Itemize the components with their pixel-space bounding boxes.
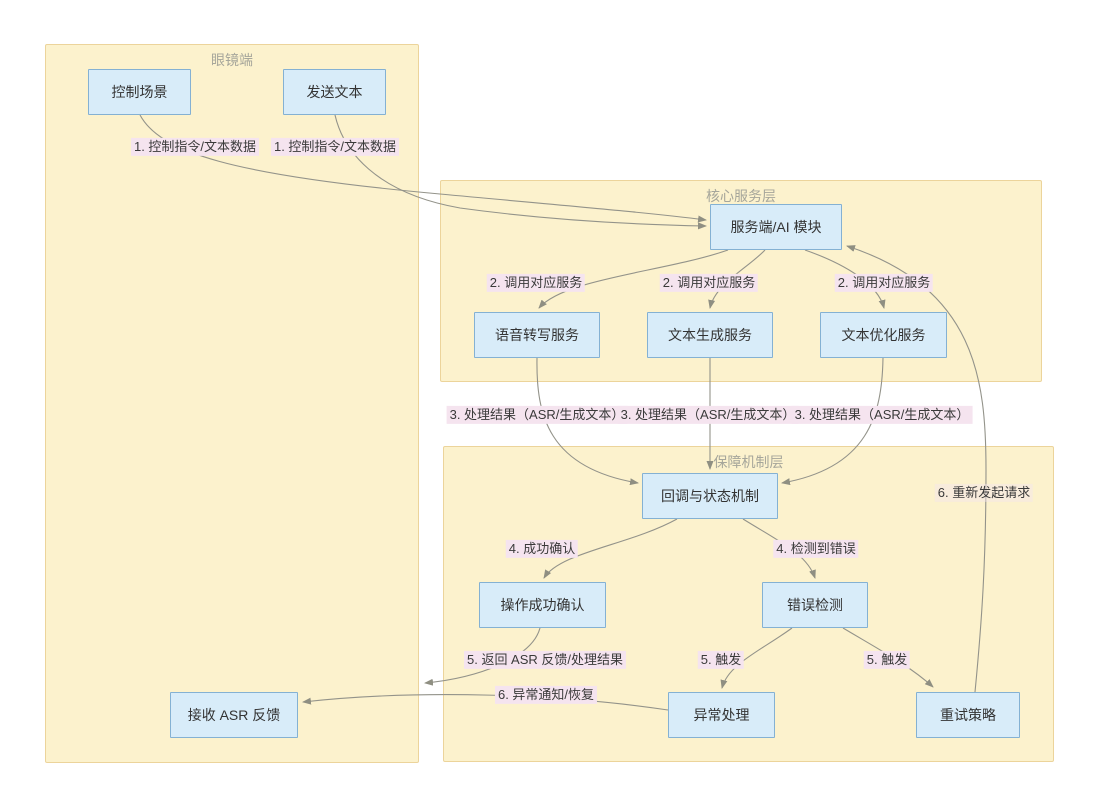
edge-label-4-error-detected: 4. 检测到错误 [773,539,859,559]
edge-label-2-call-service-c: 2. 调用对应服务 [834,273,934,293]
edge-label-3-result-c: 3. 处理结果（ASR/生成文本） [791,405,973,425]
node-error-detection: 错误检测 [762,582,868,628]
edge-label-5-trigger-b: 5. 触发 [863,650,911,670]
edge-label-4-success-confirm: 4. 成功确认 [505,539,579,559]
edge-label-2-call-service-a: 2. 调用对应服务 [486,273,586,293]
edge-callback-to-success [543,518,678,579]
node-retry-strategy: 重试策略 [916,692,1020,738]
edge-ctrl-to-server [139,114,707,223]
node-server-ai-module: 服务端/AI 模块 [710,204,842,250]
node-exception-handling: 异常处理 [668,692,775,738]
edge-retry-to-server [846,245,987,693]
edge-exception-to-receive [302,694,669,711]
edge-server-to-asr [538,249,729,309]
edge-label-1-control-data-a: 1. 控制指令/文本数据 [130,137,260,157]
edge-errdet-to-exception [720,627,793,689]
edge-label-5-trigger-a: 5. 触发 [697,650,745,670]
node-receive-asr-feedback: 接收 ASR 反馈 [170,692,298,738]
node-speech-transcription-service: 语音转写服务 [474,312,600,358]
node-callback-state-mechanism: 回调与状态机制 [642,473,778,519]
edge-label-6-retry-request: 6. 重新发起请求 [934,483,1034,503]
edge-label-3-result-a: 3. 处理结果（ASR/生成文本） [446,405,628,425]
edge-label-1-control-data-b: 1. 控制指令/文本数据 [270,137,400,157]
edge-asr-to-callback [536,357,639,486]
node-text-optimization-service: 文本优化服务 [820,312,947,358]
node-control-scene: 控制场景 [88,69,191,115]
edge-send-to-server [334,114,707,230]
edge-label-5-return-asr: 5. 返回 ASR 反馈/处理结果 [463,650,627,670]
container-glasses: 眼镜端 [45,44,419,763]
edge-label-6-exception-notify: 6. 异常通知/恢复 [494,685,598,705]
node-send-text: 发送文本 [283,69,386,115]
edge-label-2-call-service-b: 2. 调用对应服务 [659,273,759,293]
node-text-generation-service: 文本生成服务 [647,312,773,358]
edge-opt-to-callback [781,357,884,486]
node-operation-success-confirm: 操作成功确认 [479,582,606,628]
edge-label-3-result-b: 3. 处理结果（ASR/生成文本） [617,405,799,425]
